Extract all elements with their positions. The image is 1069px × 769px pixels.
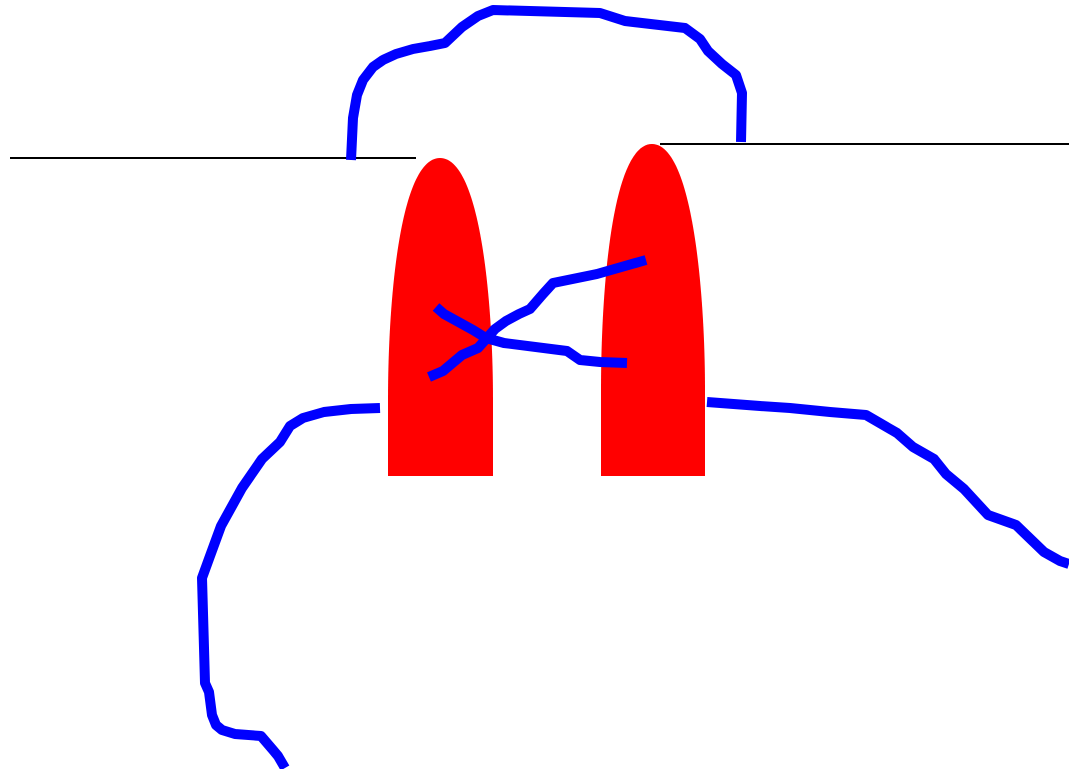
right-red-shape [601, 144, 705, 476]
right-lower-line [707, 402, 1069, 564]
top-arch-line [351, 10, 742, 160]
left-lower-line [202, 408, 380, 768]
